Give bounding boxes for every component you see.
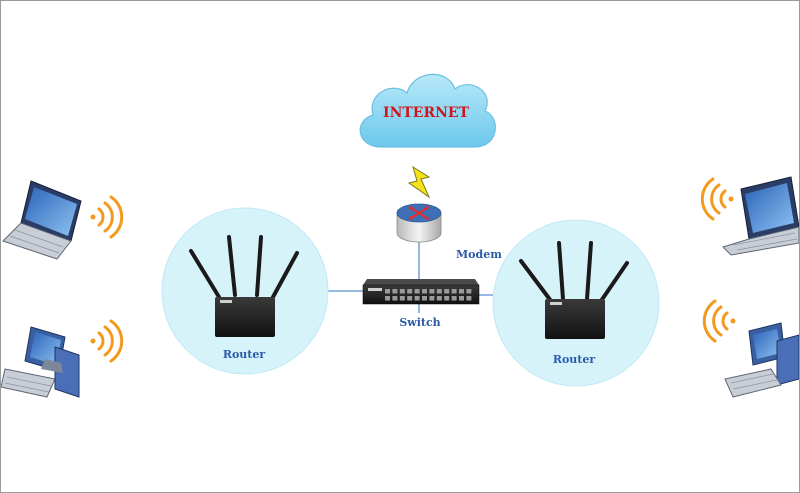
switch-port (466, 289, 472, 294)
switch-port (407, 296, 413, 301)
switch-port (429, 289, 435, 294)
router-icon (189, 235, 299, 337)
switch-port (451, 289, 457, 294)
switch-icon (362, 279, 480, 305)
wifi-signal-icon (702, 299, 736, 343)
switch-port (422, 289, 427, 294)
router-left-label: Router (223, 348, 266, 361)
router-right-label: Router (553, 353, 596, 366)
switch-port (466, 296, 472, 301)
desktop-pc-icon (1, 326, 80, 398)
router-right: Router (492, 219, 660, 387)
switch-port (399, 296, 405, 301)
switch-port (436, 296, 442, 301)
router-left-halo (161, 207, 329, 375)
switch-port (407, 289, 413, 294)
lightning-icon (407, 165, 431, 199)
switch-port (451, 296, 457, 301)
switch-port (444, 289, 450, 294)
switch-port (414, 296, 420, 301)
switch-port (392, 289, 398, 294)
switch-port (392, 296, 398, 301)
switch-port (459, 289, 464, 294)
switch-port (422, 296, 427, 301)
switch-port (399, 289, 405, 294)
desktop-pc-icon (724, 322, 799, 398)
switch-port (414, 289, 420, 294)
cloud-icon: INTERNET (359, 73, 496, 148)
cloud-label: INTERNET (383, 105, 470, 121)
wifi-signal-icon (90, 195, 124, 239)
modem-icon (396, 203, 442, 243)
switch-port (459, 296, 464, 301)
switch-port (429, 296, 435, 301)
modem-label: Modem (456, 248, 502, 261)
laptop-icon (722, 176, 799, 256)
switch-port (385, 296, 390, 301)
switch-label: Switch (399, 316, 440, 329)
router-left: Router (161, 207, 329, 375)
wifi-signal-icon (90, 319, 124, 363)
router-icon (519, 241, 629, 339)
laptop-icon (2, 180, 82, 260)
switch-port (436, 289, 442, 294)
switch-port (444, 296, 450, 301)
switch-port (385, 289, 390, 294)
wifi-signal-icon (700, 177, 734, 221)
